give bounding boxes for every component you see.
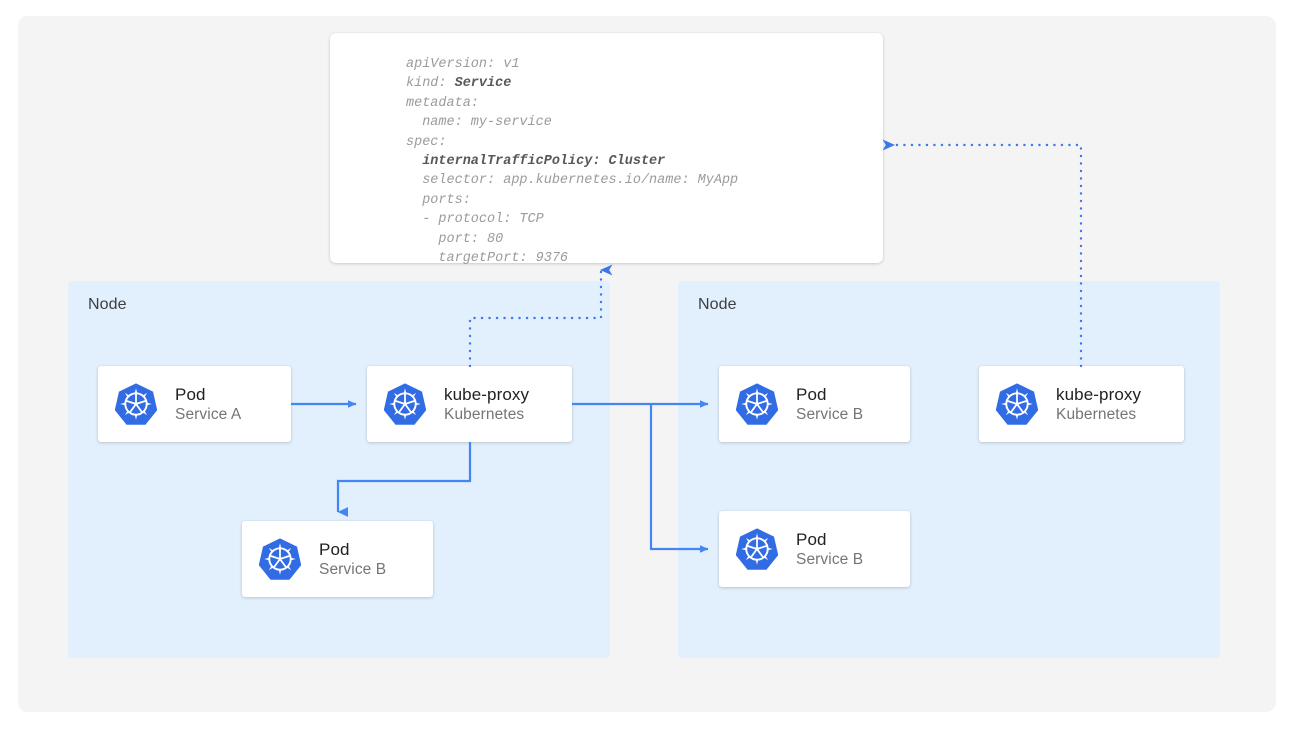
yaml-line-metadata: metadata: xyxy=(406,95,479,111)
kubernetes-icon xyxy=(995,383,1039,425)
node-left-label: Node xyxy=(88,296,127,313)
yaml-line-apiversion: apiVersion: v1 xyxy=(406,57,520,72)
service-manifest-code: apiVersion: v1 kind: Service metadata: n… xyxy=(406,55,738,268)
kubernetes-icon xyxy=(383,383,427,425)
card-kube-proxy-right[interactable]: kube-proxy Kubernetes xyxy=(979,366,1184,442)
node-left: Node xyxy=(68,281,610,658)
card-subtitle: Kubernetes xyxy=(444,405,525,423)
card-title: Pod xyxy=(319,539,350,559)
yaml-line-ports: ports: xyxy=(406,192,471,208)
card-subtitle: Kubernetes xyxy=(1056,405,1137,423)
card-subtitle: Service A xyxy=(175,405,242,423)
card-title: Pod xyxy=(175,384,206,404)
kubernetes-icon xyxy=(735,528,779,570)
kubernetes-icon xyxy=(735,383,779,425)
card-title: kube-proxy xyxy=(1056,384,1142,404)
card-subtitle: Service B xyxy=(796,550,864,568)
card-pod-service-b-remote-1[interactable]: Pod Service B xyxy=(719,366,910,442)
card-subtitle: Service B xyxy=(319,560,387,578)
card-kube-proxy-left[interactable]: kube-proxy Kubernetes xyxy=(367,366,572,442)
kubernetes-icon xyxy=(258,538,302,580)
card-title: Pod xyxy=(796,384,827,404)
card-pod-service-b-remote-2[interactable]: Pod Service B xyxy=(719,511,910,587)
kubernetes-icon xyxy=(114,383,158,425)
node-right-label: Node xyxy=(698,296,737,313)
card-title: Pod xyxy=(796,529,827,549)
yaml-line-selector: selector: app.kubernetes.io/name: MyApp xyxy=(406,173,739,189)
node-right: Node xyxy=(678,281,1220,658)
yaml-line-name: name: my-service xyxy=(406,115,552,131)
yaml-line-protocol: - protocol: TCP xyxy=(406,212,544,228)
yaml-line-internaltrafficpolicy: internalTrafficPolicy: Cluster xyxy=(406,154,666,170)
service-manifest-card: apiVersion: v1 kind: Service metadata: n… xyxy=(330,33,883,266)
yaml-line-kind: kind: Service xyxy=(406,76,512,92)
card-subtitle: Service B xyxy=(796,405,864,423)
yaml-line-targetport: targetPort: 9376 xyxy=(406,251,569,267)
yaml-line-port: port: 80 xyxy=(406,231,504,247)
card-pod-service-a[interactable]: Pod Service A xyxy=(98,366,291,442)
yaml-line-spec: spec: xyxy=(406,134,447,150)
card-pod-service-b-local[interactable]: Pod Service B xyxy=(242,521,433,597)
card-title: kube-proxy xyxy=(444,384,530,404)
